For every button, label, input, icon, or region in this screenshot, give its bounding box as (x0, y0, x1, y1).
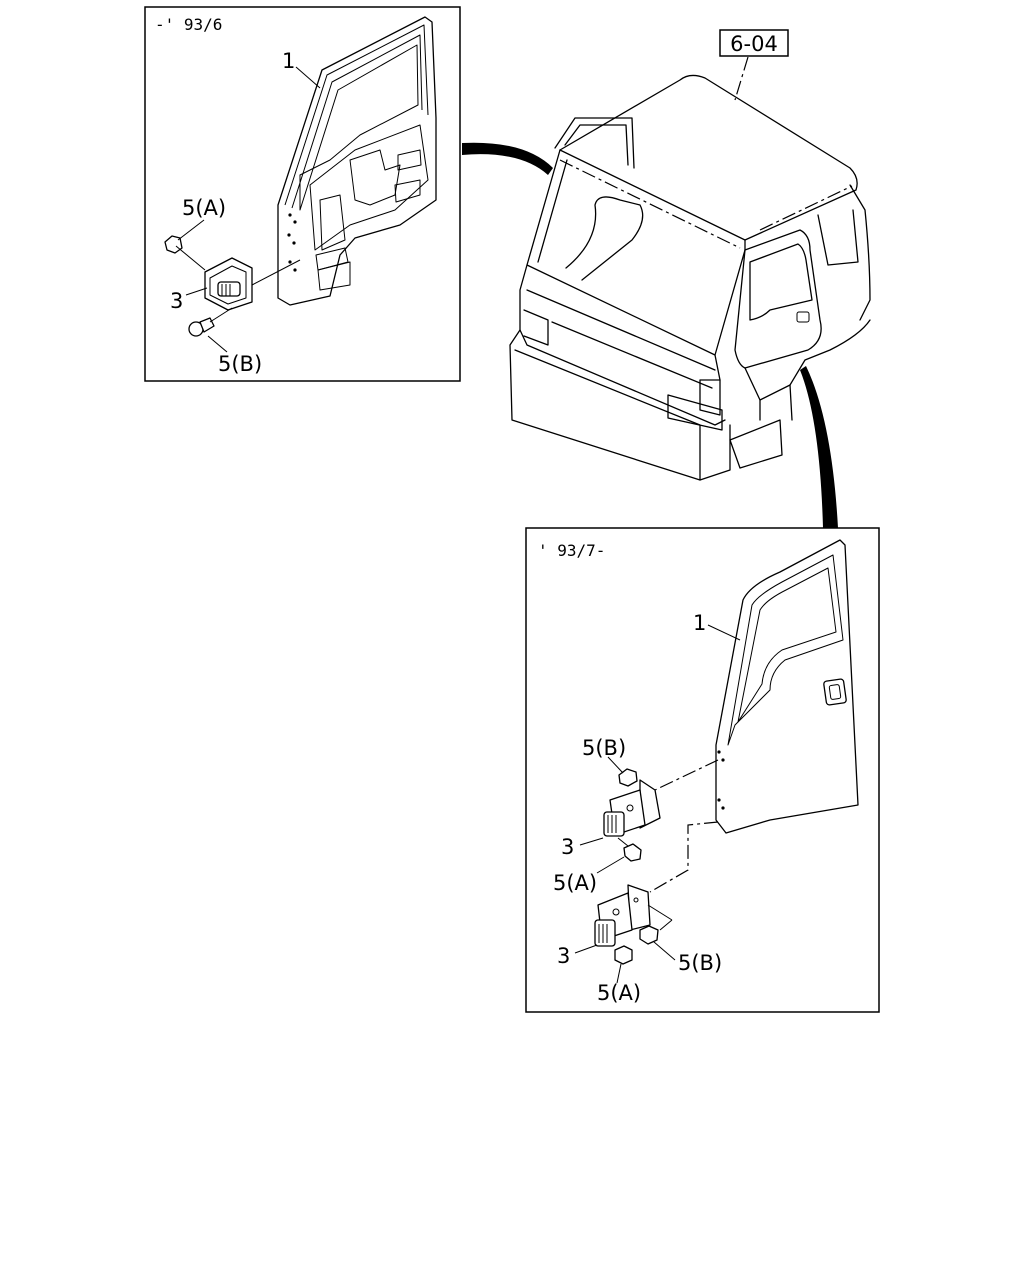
connector-arrow-late (800, 366, 838, 528)
lower-bolt-a-late (614, 945, 633, 965)
callout-upper-bolt-b-late: 5(B) (582, 736, 626, 760)
callout-lower-hinge-late: 3 (557, 944, 570, 968)
bolt-a-early (164, 235, 206, 271)
panel-early-date: -' 93/6 (155, 15, 222, 34)
callout-door-late: 1 (693, 611, 706, 635)
upper-bolt-a-late (617, 837, 642, 862)
door-early (277, 16, 437, 306)
lower-bolt-b-late (639, 925, 659, 945)
callout-bolt-a-early: 5(A) (182, 196, 226, 220)
bolt-b-early (188, 307, 233, 337)
callout-lower-bolt-a-late: 5(A) (597, 981, 641, 1005)
callout-door-early: 1 (282, 49, 295, 73)
reference-label: 6-04 (730, 32, 778, 56)
upper-bolt-b-late (618, 768, 638, 787)
lower-hinge-late (594, 884, 673, 947)
callout-bolt-b-early: 5(B) (218, 352, 262, 376)
panel-late-date: ' 93/7- (538, 541, 605, 560)
callout-hinge-early: 3 (170, 289, 183, 313)
truck-cab (509, 74, 871, 481)
connector-arrow-early (462, 142, 553, 175)
callout-lower-bolt-b-late: 5(B) (678, 951, 722, 975)
panel-late-frame (525, 527, 880, 1013)
panel-early-frame (144, 6, 461, 382)
callout-upper-bolt-a-late: 5(A) (553, 871, 597, 895)
door-late (715, 539, 859, 834)
callout-upper-hinge-late: 3 (561, 835, 574, 859)
hinge-early (204, 257, 253, 311)
panel-late: ' 93/7- (525, 527, 880, 1013)
upper-hinge-late (603, 779, 661, 837)
reference-callout: 6-04 (719, 29, 789, 101)
panel-early: -' 93/6 (144, 6, 461, 382)
